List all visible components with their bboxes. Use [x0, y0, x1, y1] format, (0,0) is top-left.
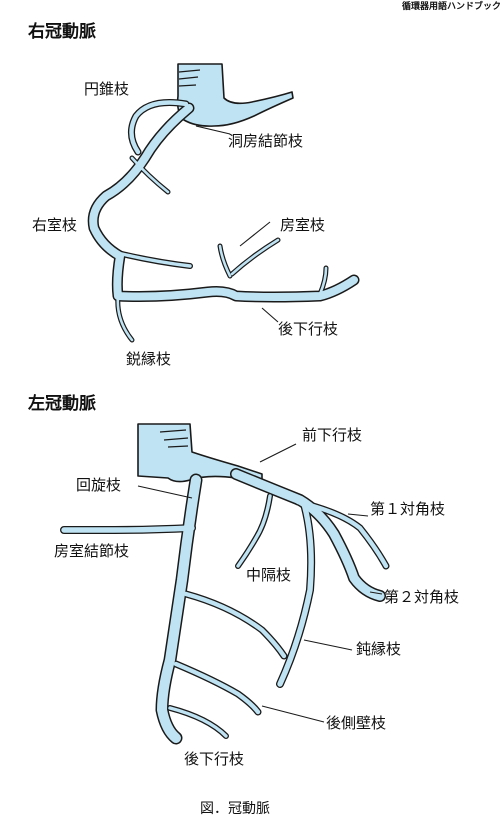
- label-acute-marginal: 鋭縁枝: [126, 350, 172, 368]
- label-av-node-branch: 房室結節枝: [54, 542, 130, 560]
- right-branch-fills: [89, 100, 358, 342]
- left-leader-lines: [137, 443, 383, 723]
- label-posterolateral: 後側壁枝: [326, 714, 387, 732]
- right-leader-lines: [195, 125, 279, 323]
- label-atrial-branch: 房室枝: [280, 216, 326, 234]
- right-aortic-root: [176, 63, 294, 127]
- label-septal: 中隔枝: [246, 566, 292, 584]
- label-circumflex: 回旋枝: [76, 476, 122, 494]
- label-left-posterior-descending: 後下行枝: [184, 750, 245, 768]
- label-sinus-node-branch: 洞房結節枝: [228, 132, 304, 150]
- left-coronary-artery-diagram: [60, 423, 390, 745]
- right-coronary-artery-diagram: [87, 63, 360, 343]
- label-right-posterior-descending: 後下行枝: [278, 320, 339, 338]
- label-diagonal-2: 第２対角枝: [384, 588, 460, 606]
- left-coronary-heading: 左冠動脈: [28, 394, 96, 414]
- right-aorta-stripes: [178, 69, 201, 87]
- left-branch-fills: [61, 469, 389, 743]
- label-diagonal-1: 第１対角枝: [370, 500, 446, 518]
- source-label: 循環器用語ハンドブック: [402, 2, 500, 12]
- right-coronary-heading: 右冠動脈: [28, 22, 96, 42]
- label-anterior-descending: 前下行枝: [302, 426, 363, 444]
- figure-caption: 図．冠動脈: [200, 801, 270, 817]
- label-conus-branch: 円錐枝: [84, 80, 130, 98]
- left-aorta-stripes: [159, 429, 189, 448]
- label-right-ventricular-branch: 右室枝: [32, 216, 78, 234]
- label-obtuse-marginal: 鈍縁枝: [356, 640, 402, 658]
